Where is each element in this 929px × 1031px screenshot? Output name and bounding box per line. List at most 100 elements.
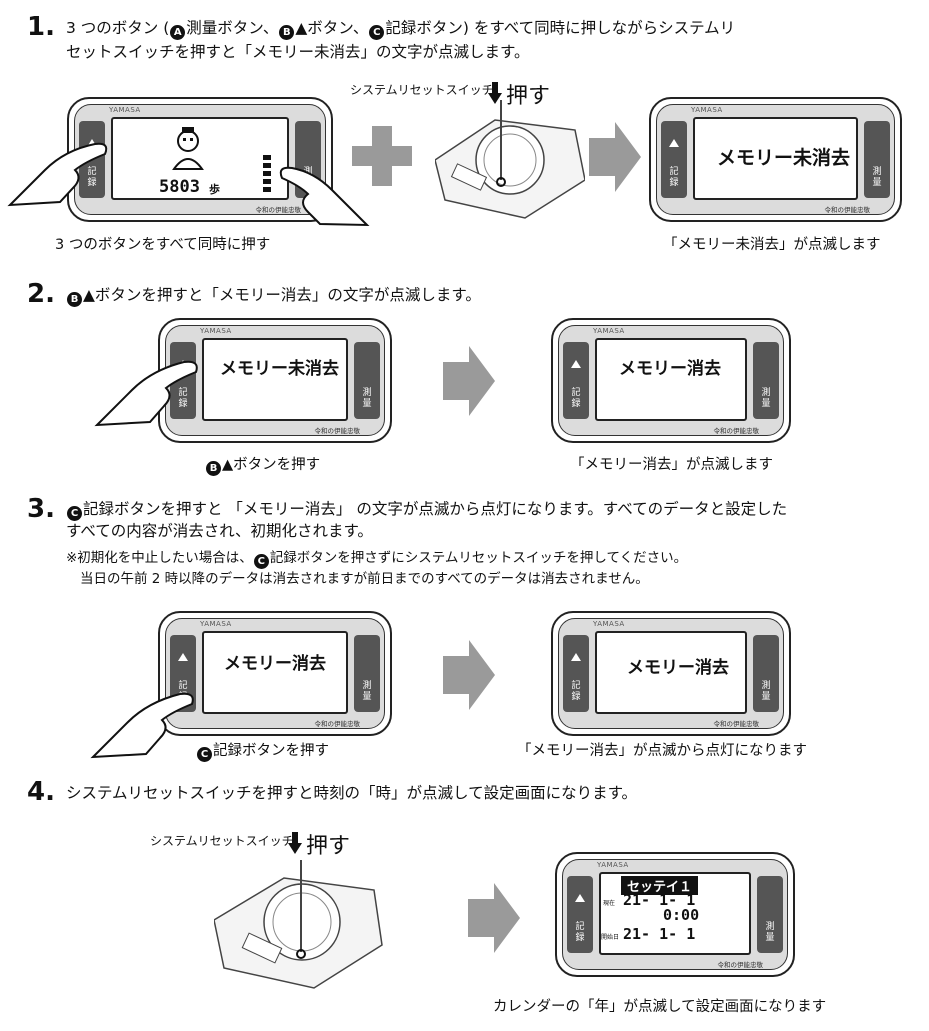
device-brand-2: 令和の伊能忠敬 (314, 720, 361, 728)
device-brand: YAMASA (691, 106, 723, 114)
lcd-screen: メモリー未消去 (693, 117, 858, 200)
up-triangle-icon (575, 894, 585, 902)
device-step-2-after: YAMASA 記 録 測 量 メモリー消去 令和の伊能忠敬 (551, 318, 791, 443)
step-2-number: 2. (27, 279, 55, 309)
right-button-panel: 測 量 (354, 342, 380, 419)
device-brand: YAMASA (597, 861, 629, 869)
right-hand-icon (279, 166, 370, 227)
step-count-unit: 歩 (209, 183, 220, 196)
down-arrow-icon (488, 82, 502, 104)
measure-label: 測 量 (362, 681, 372, 702)
left-button-panel: 記 録 (79, 121, 105, 198)
lcd-screen: メモリー消去 (202, 631, 348, 714)
step-1-text-mid2: ▲ボタン、 (295, 19, 369, 37)
record-label: 記 録 (571, 681, 581, 702)
button-b-icon: B (206, 461, 221, 476)
device-brand-2: 令和の伊能忠敬 (713, 427, 760, 435)
now-label: 現在 (603, 900, 616, 907)
pointing-hand-icon (90, 692, 194, 759)
down-arrow-icon (288, 832, 302, 854)
right-arrow-icon (468, 883, 520, 953)
step-3-caption-left-text: 記録ボタンを押す (213, 743, 329, 759)
left-button-panel: 記 録 (563, 342, 589, 419)
memory-not-cleared-text: メモリー未消去 (717, 147, 851, 169)
button-b-icon: B (279, 25, 295, 40)
lcd-screen: メモリー消去 (595, 338, 747, 421)
reset-switch-label: システムリセットスイッチ (350, 83, 494, 97)
step-1-caption-left: 3 つのボタンをすべて同時に押す (55, 237, 271, 253)
now-date: 21- 1- 1 (623, 891, 696, 909)
step-3-caption-right: 「メモリー消去」が点滅から点灯になります (517, 743, 807, 759)
left-button-panel: 記 録 (563, 635, 589, 712)
left-hand-icon (7, 142, 108, 207)
lcd-screen: セッテイ１ 現在 21- 1- 1 0:00 開始日 21- 1- 1 (599, 872, 751, 955)
step-2-caption-left: B▲ボタンを押す (205, 453, 320, 476)
right-button-panel: 測 量 (864, 121, 890, 198)
button-c-icon: C (369, 25, 385, 40)
button-a-icon: A (170, 25, 186, 40)
button-c-icon: C (253, 554, 269, 569)
now-time: 0:00 (663, 906, 700, 924)
reset-switch-diagram (435, 100, 585, 219)
step-3-number: 3. (27, 494, 55, 524)
left-button-panel: 記 録 (567, 876, 593, 953)
record-label: 記 録 (87, 167, 97, 188)
step-1-text-mid1: 測量ボタン、 (186, 19, 279, 37)
setting-title: セッテイ１ (621, 876, 699, 895)
device-brand: YAMASA (593, 620, 625, 628)
button-c-icon: C (197, 747, 212, 762)
push-label: 押す (306, 834, 351, 859)
measure-label: 測 量 (761, 681, 771, 702)
device-brand-2: 令和の伊能忠敬 (255, 206, 302, 214)
step-count-value: 5803 (159, 177, 200, 197)
reset-switch-label: システムリセットスイッチ (150, 834, 294, 848)
step-2-text: B▲ボタンを押すと「メモリー消去」の文字が点滅します。 (66, 284, 481, 307)
device-memory-not-cleared: YAMASA 記 録 測 量 メモリー未消去 令和の伊能忠敬 (649, 97, 902, 222)
step-3-note-post: 記録ボタンを押さずにシステムリセットスイッチを押してください。 (269, 550, 688, 566)
right-arrow-icon (443, 640, 495, 710)
device-brand-2: 令和の伊能忠敬 (314, 427, 361, 435)
device-brand: YAMASA (593, 327, 625, 335)
step-1-number: 1. (27, 12, 55, 42)
left-button-panel: 記 録 (661, 121, 687, 198)
memory-not-cleared-text: メモリー未消去 (220, 359, 339, 379)
device-brand: YAMASA (109, 106, 141, 114)
right-button-panel: 測 量 (757, 876, 783, 953)
step-3-text-body: 記録ボタンを押すと 「メモリー消去」 の文字が点滅から点灯になります。すべてのデ… (83, 500, 788, 518)
measure-label: 測 量 (362, 388, 372, 409)
up-triangle-icon (571, 653, 581, 661)
measure-label: 測 量 (765, 922, 775, 943)
up-triangle-icon (571, 360, 581, 368)
step-3-note-pre: ※初期化を中止したい場合は、 (66, 550, 253, 566)
device-brand-2: 令和の伊能忠敬 (713, 720, 760, 728)
step-1-text-pre: 3 つのボタン ( (66, 19, 170, 37)
lcd-screen: 5803 歩 (111, 117, 289, 200)
right-arrow-icon (443, 346, 495, 416)
step-1-caption-right: 「メモリー未消去」が点滅します (663, 237, 881, 253)
reset-switch-diagram (214, 860, 383, 989)
step-4-number: 4. (27, 777, 55, 807)
memory-clear-text: メモリー消去 (627, 658, 729, 678)
right-button-panel: 測 量 (753, 342, 779, 419)
step-4-caption-right: カレンダーの「年」が点滅して設定画面になります (493, 999, 827, 1015)
device-brand-2: 令和の伊能忠敬 (824, 206, 871, 214)
push-label: 押す (506, 84, 551, 109)
step-3-text-line2: すべての内容が消去され、初期化されます。 (66, 522, 373, 540)
right-arrow-icon (589, 122, 641, 192)
step-2-caption-left-text: ▲ボタンを押す (222, 457, 321, 473)
device-brand-2: 令和の伊能忠敬 (717, 961, 764, 969)
battery-bars-icon (263, 155, 271, 192)
memory-clear-text: メモリー消去 (224, 654, 326, 674)
step-2-text-body: ▲ボタンを押すと「メモリー消去」の文字が点滅します。 (83, 286, 481, 304)
device-step-3-after: YAMASA 記 録 測 量 メモリー消去 令和の伊能忠敬 (551, 611, 791, 736)
right-button-panel: 測 量 (753, 635, 779, 712)
lcd-screen: メモリー消去 (595, 631, 747, 714)
device-step-display: YAMASA 記 録 測 量 5803 歩 令和の伊能忠敬 (67, 97, 333, 222)
record-label: 記 録 (178, 388, 188, 409)
step-1-text-post: 記録ボタン) をすべて同時に押しながらシステムリ (385, 19, 736, 37)
up-triangle-icon (178, 653, 188, 661)
record-label: 記 録 (669, 167, 679, 188)
